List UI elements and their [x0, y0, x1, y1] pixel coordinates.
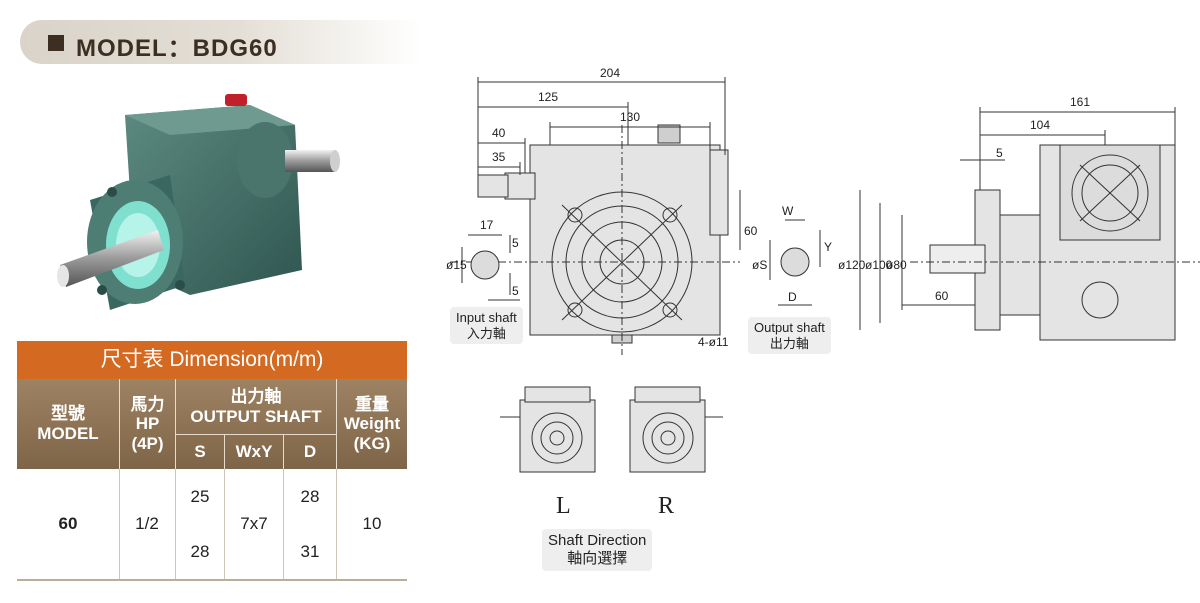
cell-d-1: 28 [300, 487, 320, 506]
gearbox-photo [57, 94, 340, 310]
dim-60-horizontal: 60 [935, 289, 949, 303]
dim-104: 104 [1030, 118, 1050, 132]
shaft-direction-label: Shaft Direction 軸向選擇 [542, 529, 653, 571]
header-weight-zh: 重量 [355, 394, 389, 414]
shaft-direction-zh: 軸向選擇 [567, 550, 628, 567]
cell-weight: 10 [362, 514, 382, 533]
cell-s-2: 28 [190, 542, 210, 561]
technical-drawing: 204 125 130 40 35 60 17 5 ø15 5 W Y øS D… [440, 55, 1200, 603]
cell-wxy: 7x7 [240, 514, 268, 533]
dim-4-holes: 4-ø11 [698, 335, 729, 349]
dim-125: 125 [538, 90, 558, 104]
header-weight-unit: (KG) [353, 433, 391, 453]
shaft-direction-en: Shaft Direction [548, 532, 647, 549]
output-shaft-label: Output shaft 出力軸 [748, 317, 831, 355]
table-title: 尺寸表 Dimension(m/m) [17, 341, 407, 379]
dim-130: 130 [620, 110, 640, 124]
header-output-en: OUTPUT SHAFT [190, 406, 322, 426]
header-d: D [303, 442, 317, 462]
bullet-square-icon [48, 35, 64, 51]
header-model-en: MODEL [37, 424, 99, 443]
dim-60-vertical: 60 [744, 224, 758, 238]
cell-s-1: 25 [190, 487, 210, 506]
direction-r-label: R [658, 493, 675, 519]
header-output-zh: 出力軸 [230, 386, 282, 406]
header-weight-en: Weight [343, 414, 401, 434]
dim-w: W [782, 204, 794, 218]
shaft-direction-views [500, 386, 723, 473]
dimension-table: 尺寸表 Dimension(m/m) 型號 MODEL 馬力 HP (4P) 出… [17, 341, 407, 581]
header-s: S [194, 442, 206, 462]
dim-5-c: 5 [996, 146, 1003, 160]
cell-d-2: 31 [300, 542, 320, 561]
dim-d15: ø15 [446, 258, 467, 272]
header-wxy: WxY [235, 442, 273, 462]
dim-d100: ø100 [865, 258, 893, 272]
dim-161: 161 [1070, 95, 1090, 109]
header-weight: 重量 Weight (KG) [337, 379, 407, 469]
output-shaft-label-zh: 出力軸 [769, 335, 809, 351]
input-shaft-label-zh: 入力軸 [466, 325, 506, 341]
drawing-canvas: 204 125 130 40 35 60 17 5 ø15 5 W Y øS D… [446, 66, 1200, 473]
dim-17: 17 [480, 218, 494, 232]
input-shaft-label: Input shaft 入力軸 [450, 307, 523, 345]
table-row: 60 1/2 25 28 7x7 28 31 10 [17, 469, 407, 581]
header-hp-en: HP [135, 414, 160, 434]
dim-y: Y [824, 240, 832, 254]
cell-model: 60 [58, 514, 78, 533]
input-shaft-label-en: Input shaft [456, 310, 517, 325]
dim-d: D [788, 290, 797, 304]
dim-40: 40 [492, 126, 506, 140]
cell-hp: 1/2 [135, 514, 159, 533]
output-shaft-label-en: Output shaft [754, 320, 825, 335]
header-model: 型號 MODEL [17, 379, 119, 469]
dim-s: øS [752, 258, 767, 272]
header-model-zh: 型號 [51, 404, 85, 424]
header-hp-unit: (4P) [131, 433, 164, 453]
header-hp-zh: 馬力 [130, 394, 165, 414]
model-header: MODEL：BDG60 [20, 20, 420, 64]
dim-5-b: 5 [512, 284, 519, 298]
table-header: 型號 MODEL 馬力 HP (4P) 出力軸 OUTPUT SHAFT S W… [17, 379, 407, 469]
dim-d80: ø80 [886, 258, 907, 272]
dim-5-a: 5 [512, 236, 519, 250]
dim-204: 204 [600, 66, 620, 80]
model-title: MODEL：BDG60 [76, 35, 278, 62]
dim-d120: ø120 [838, 258, 866, 272]
header-hp: 馬力 HP (4P) [120, 379, 175, 469]
direction-l-label: L [556, 493, 571, 519]
header-output-shaft: 出力軸 OUTPUT SHAFT [176, 379, 336, 434]
dim-35: 35 [492, 150, 506, 164]
